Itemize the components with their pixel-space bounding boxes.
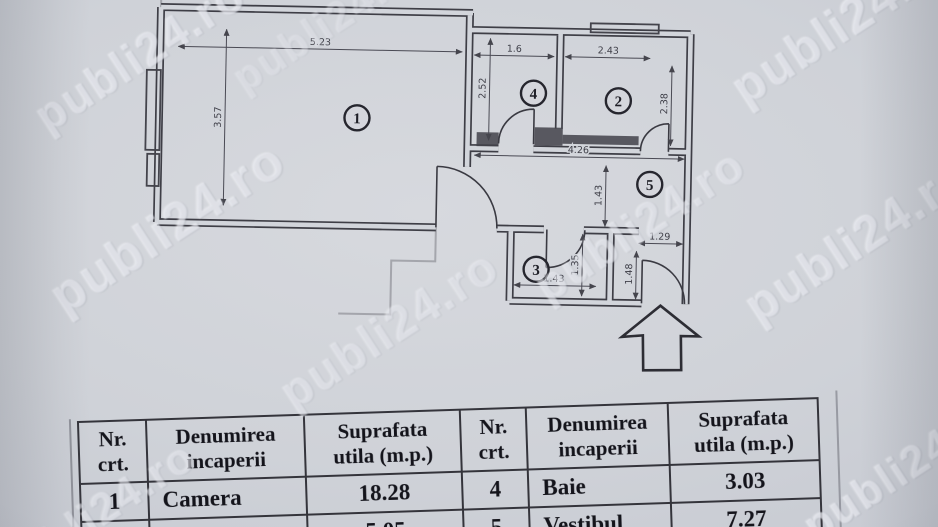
dim-room3-depth: 1.35 — [570, 254, 581, 275]
wall-stub-left — [476, 132, 499, 147]
dim-room4-width: 1.6 — [507, 44, 522, 55]
dim-camera-height: 3.57 — [213, 106, 224, 127]
room-label-vestibul: 5 — [636, 170, 664, 199]
floor-plan-drawing: 5.23 3.57 1.6 2.52 2.43 2.38 4.26 1.43 1… — [144, 0, 703, 372]
header-name-line2: incaperii — [558, 434, 639, 462]
window-left — [144, 68, 162, 151]
dim-room2-height: 2.38 — [659, 93, 670, 114]
window-top — [589, 22, 660, 35]
wall-bar — [562, 134, 639, 146]
window-sill-left — [145, 152, 161, 187]
svg-text:2: 2 — [614, 94, 622, 110]
entrance-arrow-icon — [617, 304, 703, 372]
cell-name: Baie — [527, 464, 671, 508]
header-nr-line1: Nr. — [98, 426, 127, 452]
svg-text:1: 1 — [353, 111, 361, 127]
cell-area: 3.03 — [669, 460, 821, 503]
walls — [152, 3, 695, 308]
dim-camera-width: 5.23 — [310, 37, 331, 48]
header-area-left: Suprafata utila (m.p.) — [303, 409, 462, 477]
svg-text:4: 4 — [530, 87, 538, 103]
cell-name: Vestibul — [528, 502, 673, 527]
wall-stub-right — [534, 127, 563, 146]
room-label-room3: 3 — [522, 255, 550, 283]
header-nr-right: Nr. crt. — [459, 407, 528, 472]
dim-entry-depth: 1.48 — [624, 263, 635, 284]
header-area-right: Suprafata utila (m.p.) — [667, 398, 820, 465]
dim-room4-height: 2.52 — [477, 78, 488, 99]
room-label-camera: 1 — [343, 104, 371, 132]
room-label-baie: 4 — [519, 79, 548, 107]
svg-text:3: 3 — [532, 263, 540, 279]
cell-nr: 5 — [462, 507, 531, 527]
dim-hall-width: 4.26 — [568, 145, 589, 156]
svg-text:5: 5 — [646, 178, 654, 194]
header-area-line2: utila (m.p.) — [693, 429, 795, 458]
cell-area: 18.28 — [305, 471, 463, 515]
header-nr-line1: Nr. — [479, 414, 508, 440]
dim-entry-width: 1.29 — [649, 231, 670, 242]
neighbor-outline — [338, 227, 437, 316]
header-name-right: Denumirea incaperii — [525, 402, 670, 470]
header-area-line2: utila (m.p.) — [332, 441, 434, 469]
cell-nr: 4 — [461, 469, 529, 510]
header-nr-line2: crt. — [478, 439, 510, 465]
dim-hall-depth: 1.43 — [593, 185, 604, 206]
room-label-room2: 2 — [604, 87, 633, 115]
dim-room2-width: 2.43 — [598, 45, 619, 56]
dimension-lines — [177, 28, 685, 300]
door-arcs — [435, 108, 686, 305]
header-name-line1: Denumirea — [546, 409, 648, 437]
